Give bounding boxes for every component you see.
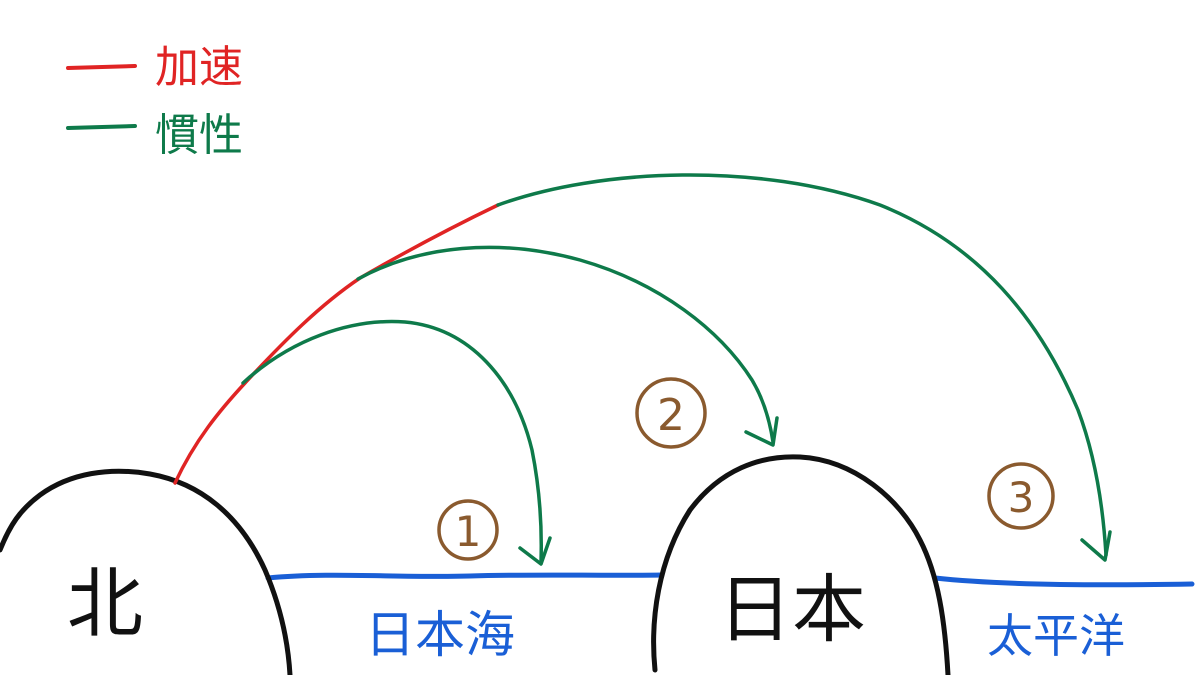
inertia-trajectories xyxy=(241,173,1112,566)
japan-label: 日本 xyxy=(718,567,866,653)
number-label-3: 3 xyxy=(1008,473,1035,522)
trajectory-number-1: 1 xyxy=(437,499,499,561)
sea-of-japan-line xyxy=(265,572,665,581)
trajectory-number-3: 3 xyxy=(987,462,1055,530)
number-circle-1 xyxy=(437,499,499,561)
legend-acceleration-label: 加速 xyxy=(155,42,243,93)
legend-inertia-label: 慣性 xyxy=(155,110,243,161)
pacific-label: 太平洋 xyxy=(987,609,1125,663)
trajectory-1-inertia xyxy=(241,319,543,564)
trajectory-3-inertia xyxy=(496,173,1108,557)
number-label-2: 2 xyxy=(657,390,685,441)
sea-of-japan-label: 日本海 xyxy=(365,606,515,664)
north-korea-landmass xyxy=(0,468,293,675)
acceleration-path xyxy=(173,203,500,485)
number-label-1: 1 xyxy=(455,507,482,556)
trajectory-3-arrowhead xyxy=(1080,530,1112,562)
trajectory-number-2: 2 xyxy=(635,377,707,449)
trajectory-2-arrowhead xyxy=(744,416,779,447)
japan-landmass xyxy=(651,454,951,675)
number-circle-3 xyxy=(987,462,1055,530)
trajectory-2-inertia xyxy=(356,245,775,444)
trajectory-1-arrowhead xyxy=(518,536,552,566)
legend-inertia-swatch xyxy=(66,124,137,130)
north-korea-label: 北 xyxy=(67,559,143,648)
water-surface xyxy=(265,572,1195,588)
legend-acceleration-swatch xyxy=(66,64,137,70)
number-circle-2 xyxy=(635,377,707,449)
legend: 加速 慣性 xyxy=(66,42,243,161)
pacific-line xyxy=(932,575,1195,588)
